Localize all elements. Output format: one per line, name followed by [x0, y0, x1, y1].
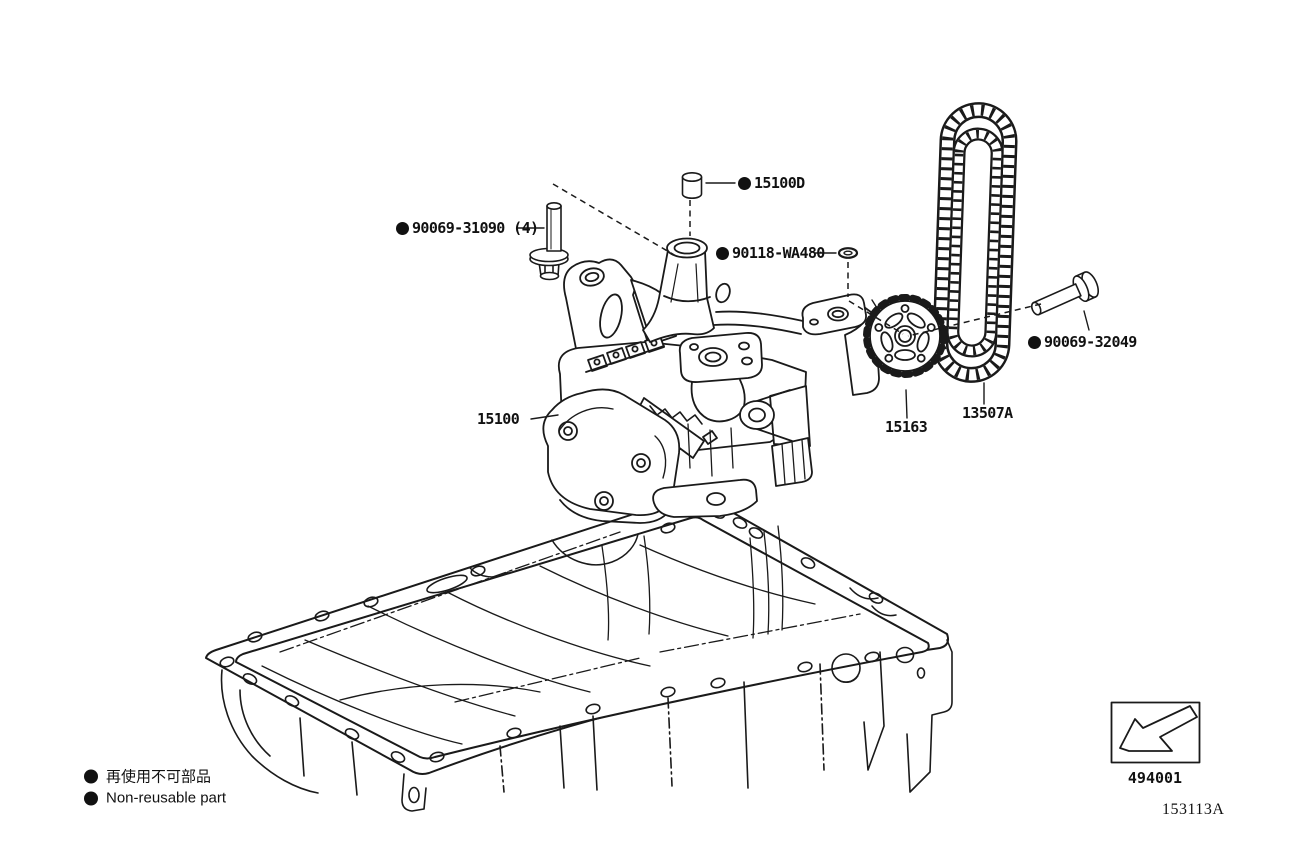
part-number: 90118-WA480 — [732, 244, 825, 262]
direction-arrow-icon — [1119, 705, 1198, 752]
bolt-90069-31090-drawing — [529, 202, 569, 281]
part-number: 90069-31090 (4) — [412, 219, 539, 237]
part-callout-90069-32049[interactable]: 90069-32049 — [1028, 333, 1137, 351]
oil-pan-drawing — [205, 493, 953, 812]
sprocket-drawing — [863, 294, 947, 378]
part-callout-90118-wa480[interactable]: 90118-WA480 — [716, 244, 825, 262]
non-reusable-dot — [716, 246, 729, 260]
oring-90118-wa480-drawing — [837, 247, 859, 259]
legend-non-reusable-en: Non-reusable part — [84, 790, 226, 807]
non-reusable-dot — [1028, 335, 1041, 349]
non-reusable-dot — [738, 176, 751, 190]
legend-non-reusable-ja: 再使用不可部品 — [84, 766, 211, 787]
part-number: 15100D — [754, 174, 805, 192]
part-callout-13507a[interactable]: 13507A — [962, 404, 1013, 422]
non-reusable-dot — [84, 769, 98, 783]
leader-lines — [516, 182, 1090, 420]
timing-chain-drawing — [932, 102, 1018, 383]
part-number: 15100 — [477, 410, 520, 428]
figure-code: 153113A — [1162, 801, 1225, 818]
part-callout-15163[interactable]: 15163 — [885, 418, 928, 436]
legend-text-en: Non-reusable part — [106, 789, 227, 807]
part-number: 13507A — [962, 404, 1013, 422]
direction-box-code: 494001 — [1127, 769, 1183, 787]
part-number: 90069-32049 — [1044, 333, 1137, 351]
direction-indicator-box — [1110, 701, 1201, 764]
part-callout-90069-31090[interactable]: 90069-31090 (4) — [396, 219, 539, 237]
pin-15100d-drawing — [681, 172, 703, 199]
non-reusable-dot — [84, 791, 98, 805]
non-reusable-dot — [396, 221, 409, 235]
assembly-dashed-lines — [552, 183, 1042, 337]
part-number: 15163 — [885, 418, 928, 436]
part-callout-15100d[interactable]: 15100D — [738, 174, 805, 192]
legend-text-ja: 再使用不可部品 — [106, 768, 212, 786]
part-callout-15100[interactable]: 15100 — [477, 410, 520, 428]
bolt-90069-32049-drawing — [1030, 271, 1100, 316]
oil-pump-drawing — [542, 237, 880, 524]
